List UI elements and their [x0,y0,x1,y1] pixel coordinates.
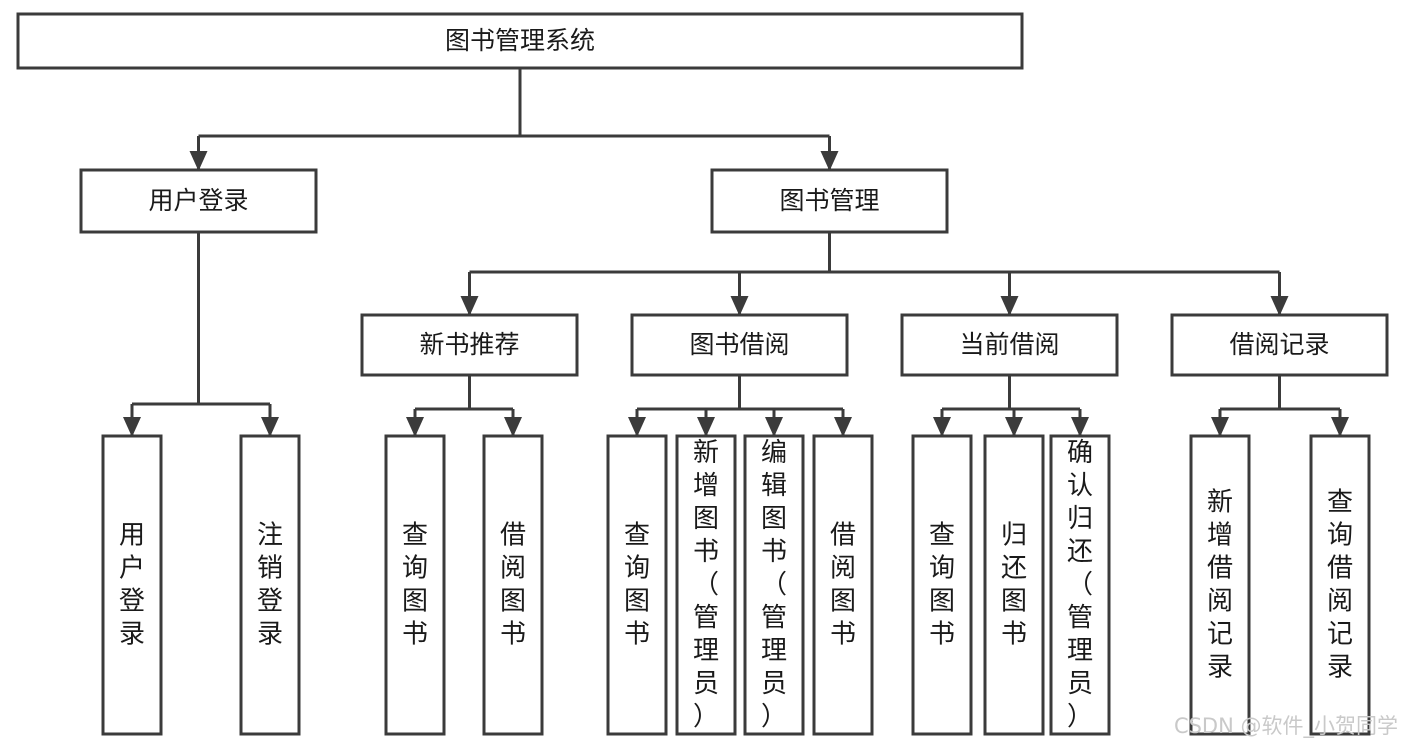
node-leaf-query-book-borrow-label: 查询图书 [624,521,650,650]
node-leaf-query-borrow-record[interactable]: 查询借阅记录 [1309,434,1371,736]
node-layer: 图书管理系统用户登录图书管理新书推荐图书借阅当前借阅借阅记录用户登录注销登录查询… [16,12,1389,736]
arrow-head-icon [820,151,839,171]
node-leaf-query-book-borrow-box [606,434,668,736]
node-borrow-record[interactable]: 借阅记录 [1170,313,1389,377]
node-borrow-record-box [1170,313,1389,377]
node-book-borrow[interactable]: 图书借阅 [630,313,849,377]
node-leaf-confirm-return-label: 确认归还（管理员） [1067,438,1093,732]
node-leaf-logout[interactable]: 注销登录 [239,434,301,736]
arrow-head-icon [261,417,279,437]
node-leaf-query-book-current-box [911,434,973,736]
node-leaf-edit-book-label: 编辑图书（管理员） [761,438,787,732]
arrow-head-icon [460,296,479,316]
node-leaf-add-book-box [675,434,737,736]
arrow-head-icon [406,417,424,437]
node-new-book-recommend[interactable]: 新书推荐 [360,313,579,377]
arrow-head-icon [189,151,208,171]
arrow-head-icon [1005,417,1023,437]
arrow-head-icon [697,417,715,437]
node-leaf-edit-book[interactable]: 编辑图书（管理员） [743,434,805,736]
node-leaf-add-borrow-record-label: 新增借阅记录 [1207,488,1233,683]
arrow-head-icon [1000,296,1019,316]
csdn-watermark: CSDN @软件_小贺同学 [1174,714,1398,739]
node-new-book-recommend-box [360,313,579,377]
node-new-book-recommend-label: 新书推荐 [419,330,519,359]
node-leaf-logout-box [239,434,301,736]
node-leaf-query-book-recommend-label: 查询图书 [402,521,428,650]
arrow-head-icon [123,417,141,437]
node-user-login-box [79,168,318,234]
node-leaf-add-book[interactable]: 新增图书（管理员） [675,434,737,736]
arrow-head-icon [933,417,951,437]
node-book-manage-label: 图书管理 [779,186,879,215]
node-book-manage[interactable]: 图书管理 [710,168,949,234]
node-leaf-borrow-book-recommend-label: 借阅图书 [500,521,526,650]
node-current-borrow[interactable]: 当前借阅 [900,313,1119,377]
node-user-login[interactable]: 用户登录 [79,168,318,234]
arrow-head-icon [1331,417,1349,437]
node-leaf-borrow-book-recommend-box [482,434,544,736]
arrow-head-icon [730,296,749,316]
node-book-borrow-box [630,313,849,377]
node-leaf-user-login-label: 用户登录 [119,521,145,650]
node-leaf-return-book-label: 归还图书 [1001,521,1027,650]
node-book-borrow-label: 图书借阅 [689,330,789,359]
node-leaf-logout-label: 注销登录 [257,521,283,650]
node-current-borrow-label: 当前借阅 [959,330,1059,359]
node-leaf-add-book-label: 新增图书（管理员） [693,438,719,732]
node-user-login-label: 用户登录 [148,186,248,215]
node-leaf-query-borrow-record-label: 查询借阅记录 [1327,488,1353,683]
node-leaf-borrow-book-label: 借阅图书 [830,521,856,650]
node-leaf-query-book-current[interactable]: 查询图书 [911,434,973,736]
arrow-head-icon [504,417,522,437]
node-current-borrow-box [900,313,1119,377]
node-leaf-query-book-recommend[interactable]: 查询图书 [384,434,446,736]
node-leaf-query-borrow-record-box [1309,434,1371,736]
arrow-head-icon [834,417,852,437]
node-leaf-add-borrow-record[interactable]: 新增借阅记录 [1189,434,1251,736]
node-leaf-borrow-book-recommend[interactable]: 借阅图书 [482,434,544,736]
arrow-head-icon [765,417,783,437]
node-leaf-user-login[interactable]: 用户登录 [101,434,163,736]
node-leaf-borrow-book[interactable]: 借阅图书 [812,434,874,736]
node-leaf-add-borrow-record-box [1189,434,1251,736]
node-root-label: 图书管理系统 [445,26,595,55]
node-leaf-query-book-current-label: 查询图书 [929,521,955,650]
arrow-head-icon [1270,296,1289,316]
node-root[interactable]: 图书管理系统 [16,12,1024,70]
node-leaf-borrow-book-box [812,434,874,736]
node-leaf-confirm-return[interactable]: 确认归还（管理员） [1049,434,1111,736]
node-leaf-edit-book-box [743,434,805,736]
node-leaf-return-book-box [983,434,1045,736]
node-leaf-query-book-borrow[interactable]: 查询图书 [606,434,668,736]
node-leaf-confirm-return-box [1049,434,1111,736]
node-leaf-user-login-box [101,434,163,736]
node-root-box [16,12,1024,70]
node-leaf-query-book-recommend-box [384,434,446,736]
node-borrow-record-label: 借阅记录 [1229,330,1329,359]
node-book-manage-box [710,168,949,234]
arrow-head-icon [628,417,646,437]
connector-layer [123,68,1349,437]
arrow-head-icon [1071,417,1089,437]
arrow-head-icon [1211,417,1229,437]
node-leaf-return-book[interactable]: 归还图书 [983,434,1045,736]
